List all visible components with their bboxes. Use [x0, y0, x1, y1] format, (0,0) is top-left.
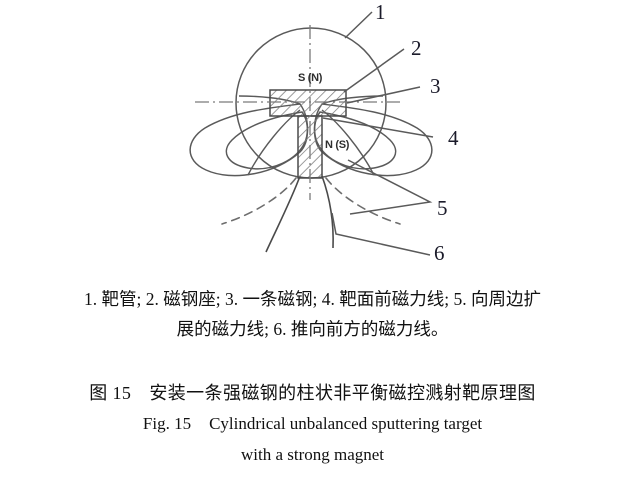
- field-lines-expanding-dashed: [221, 177, 401, 225]
- caption-cn-text: 安装一条强磁钢的柱状非平衡磁控溅射靶原理图: [149, 383, 536, 403]
- legend-line-1: 1. 靶管; 2. 磁钢座; 3. 一条磁钢; 4. 靶面前磁力线; 5. 向周…: [84, 289, 541, 309]
- field-lines-forward: [265, 175, 334, 253]
- callout-number-5: 5: [437, 196, 448, 220]
- leader-line-1: [344, 11, 373, 39]
- callout-number-4: 4: [448, 126, 459, 150]
- leader-line-6: [331, 212, 431, 256]
- callout-number-6: 6: [434, 241, 445, 265]
- callout-number-1: 1: [375, 0, 386, 24]
- leader-line-3: [346, 86, 421, 104]
- caption-cn-label: 图 15: [89, 383, 132, 403]
- figure-legend: 1. 靶管; 2. 磁钢座; 3. 一条磁钢; 4. 靶面前磁力线; 5. 向周…: [0, 284, 625, 344]
- caption-english-line2: with a strong magnet: [0, 439, 625, 470]
- leader-line-4: [322, 117, 434, 138]
- caption-en-label: Fig. 15: [142, 414, 192, 433]
- sputtering-target-schematic: [189, 11, 434, 256]
- caption-en-text2: with a strong magnet: [240, 445, 385, 464]
- caption-en-text1: Cylindrical unbalanced sputtering target: [209, 414, 483, 433]
- callout-number-2: 2: [411, 36, 422, 60]
- figure-caption: 图 15 安装一条强磁钢的柱状非平衡磁控溅射靶原理图 Fig. 15 Cylindr…: [0, 378, 625, 470]
- magnet-seat-bar: [269, 89, 347, 117]
- figure-diagram: S (N) N (S) 1 2 3 4 5 6: [189, 0, 459, 265]
- legend-line-2: 展的磁力线; 6. 推向前方的磁力线。: [176, 319, 449, 339]
- callout-number-3: 3: [430, 74, 441, 98]
- caption-chinese: 图 15 安装一条强磁钢的柱状非平衡磁控溅射靶原理图: [0, 378, 625, 408]
- leader-line-2: [343, 48, 405, 93]
- pole-label-top: S (N): [298, 72, 323, 84]
- leader-line-5: [347, 159, 433, 215]
- pole-label-bottom: N (S): [325, 139, 350, 151]
- caption-english-line1: Fig. 15 Cylindrical unbalanced sputtering…: [0, 408, 625, 439]
